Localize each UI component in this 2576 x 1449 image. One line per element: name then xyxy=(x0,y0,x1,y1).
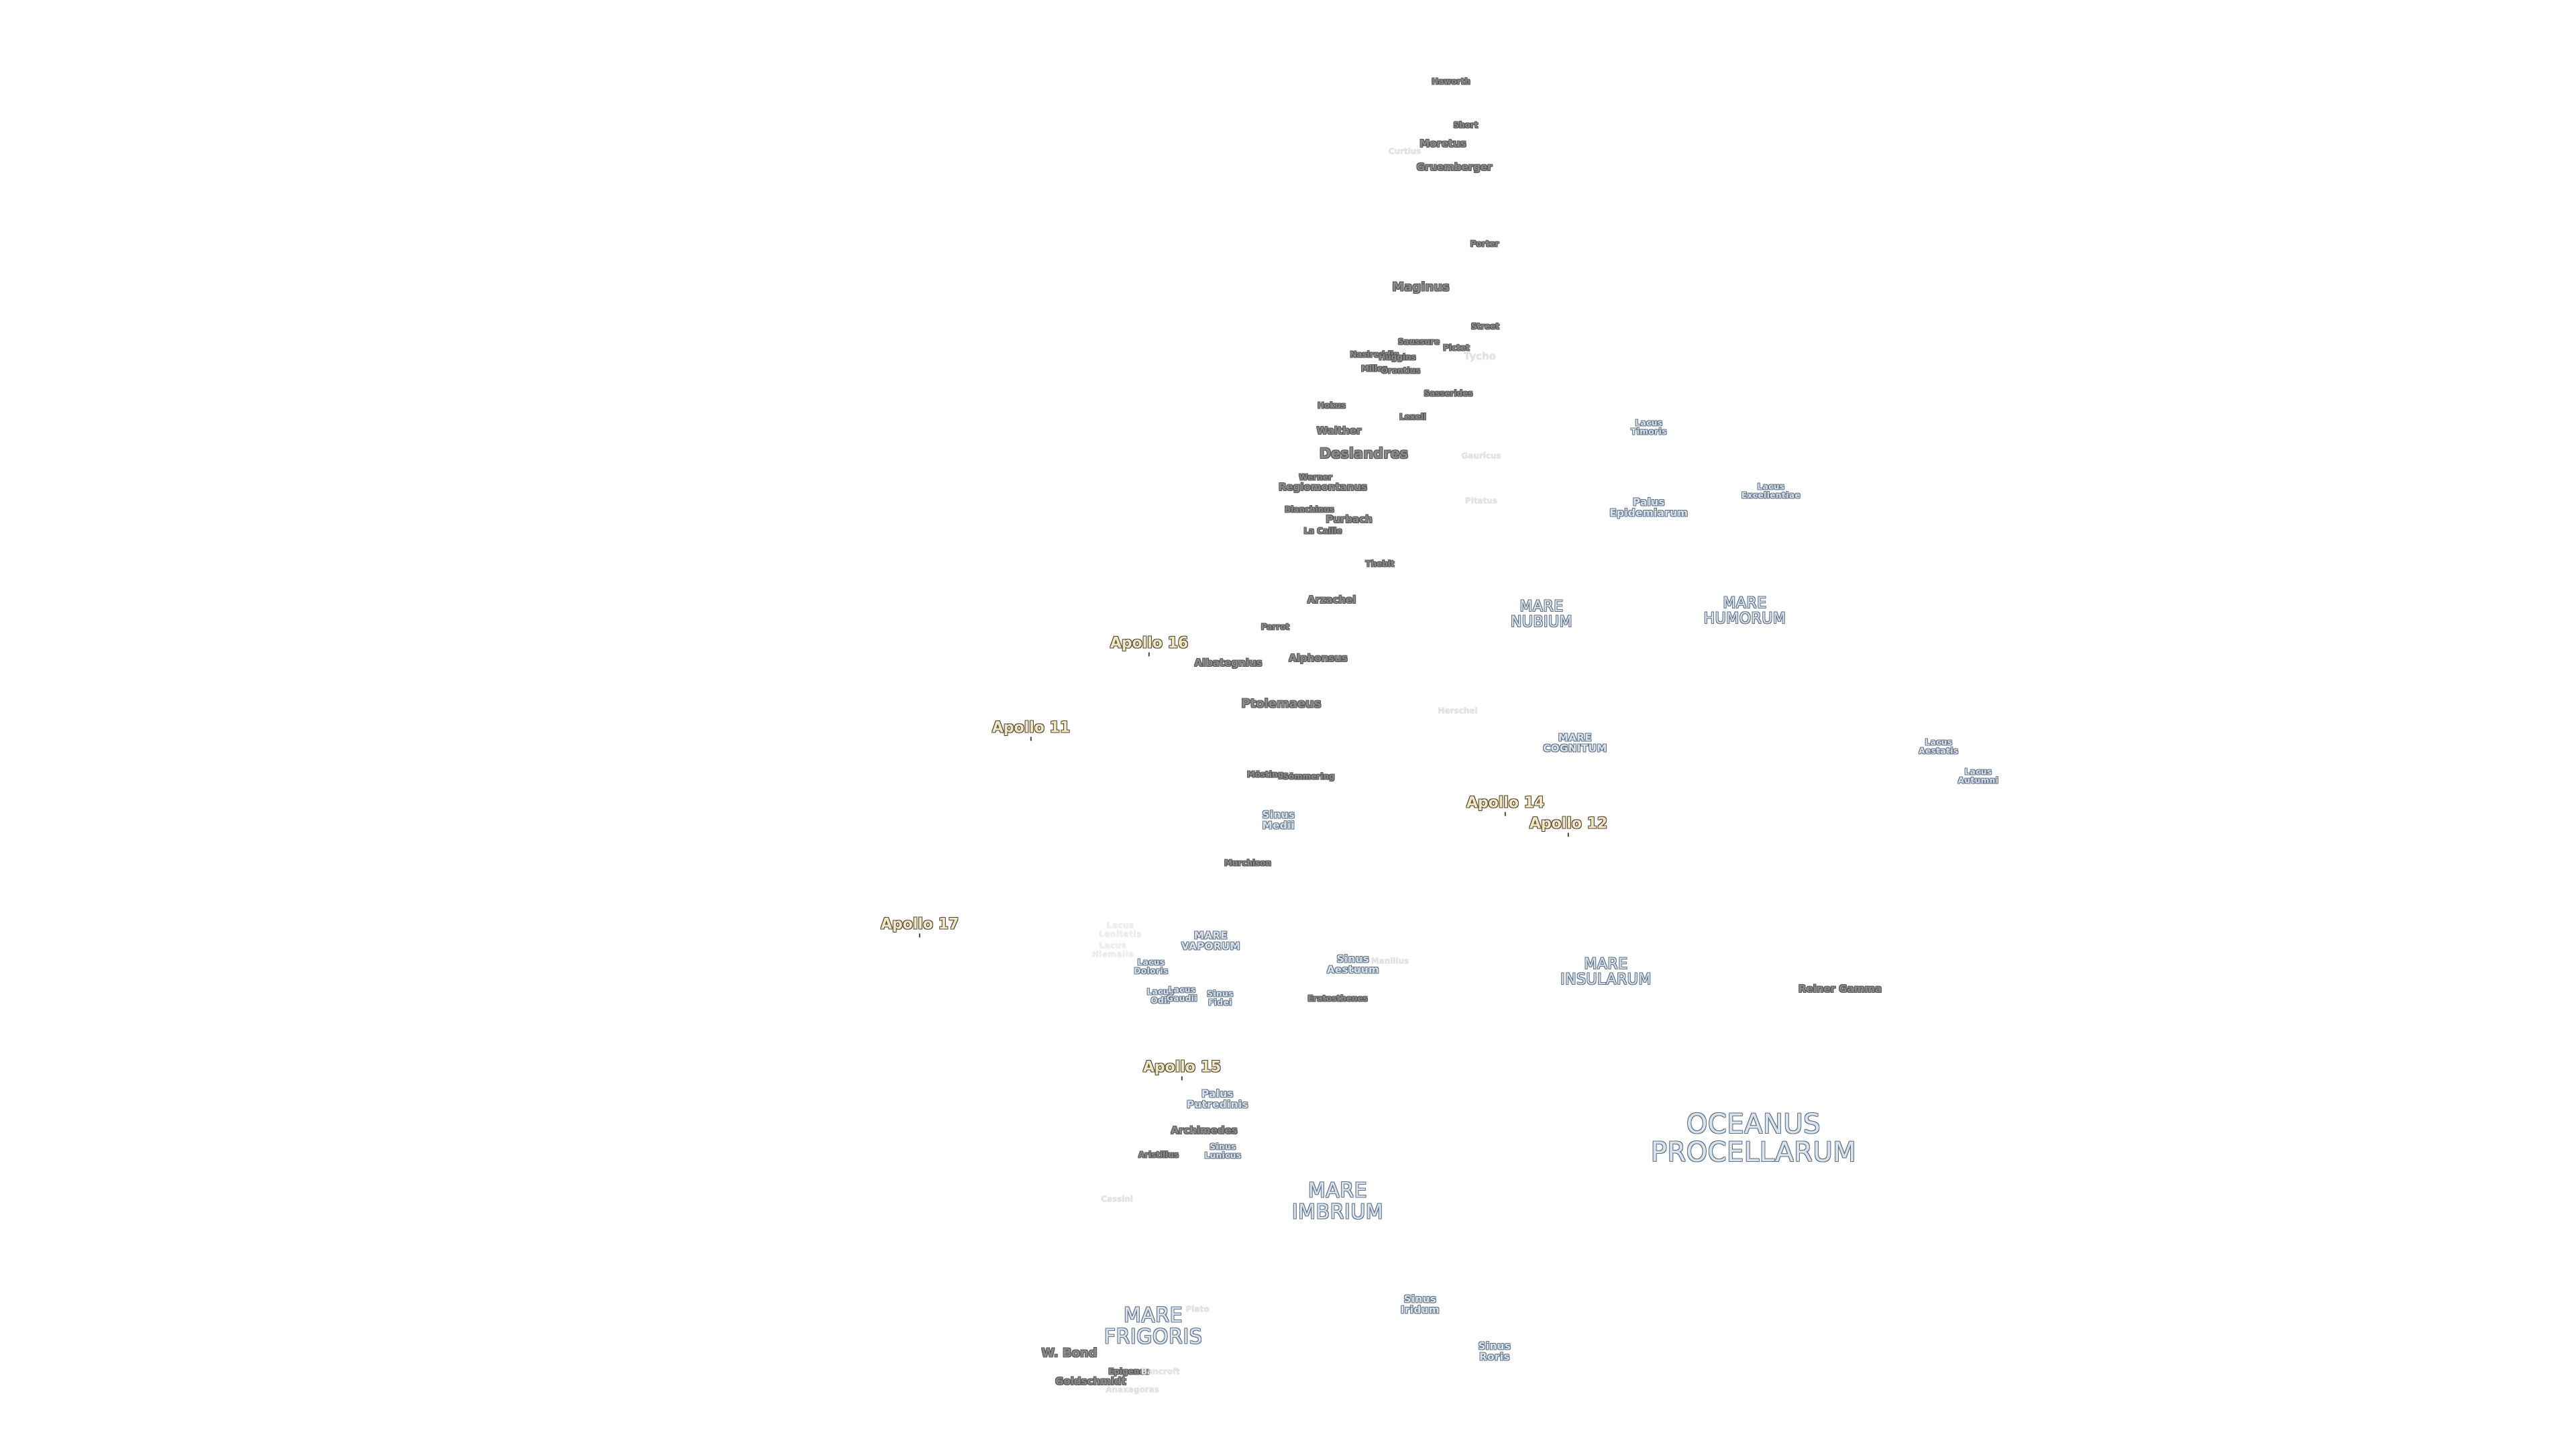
label-sinus-iridum: Sinus Iridum xyxy=(1400,1293,1440,1316)
marker-apollo-15[interactable]: Apollo 15 xyxy=(1142,1059,1222,1076)
label-lexell: Lexell xyxy=(1399,412,1426,422)
label-w-bond: W. Bond xyxy=(1041,1346,1097,1360)
label-mare-vaporum: MARE VAPORUM xyxy=(1181,929,1241,952)
label-lacus-doloris: Lacus Doloris xyxy=(1134,957,1169,975)
label-oceanus-procellarum: OCEANUS PROCELLARUM xyxy=(1650,1109,1857,1168)
label-lacus-hiemalis: Lacus Hiemalis xyxy=(1091,941,1134,959)
label-goldschmidt: Goldschmidt xyxy=(1055,1375,1126,1388)
label-aristillus: Aristillus xyxy=(1138,1150,1179,1160)
marker-apollo-11[interactable]: Apollo 11 xyxy=(991,719,1071,737)
label-lacus-aestatis: Lacus Aestatis xyxy=(1919,737,1959,755)
label-mosting: Mösting xyxy=(1246,769,1284,780)
label-epigenes: Epigenes xyxy=(1108,1366,1150,1377)
label-huggins: Huggins xyxy=(1379,352,1416,362)
label-sinus-roris: Sinus Roris xyxy=(1478,1340,1511,1362)
label-porter: Porter xyxy=(1470,239,1499,249)
label-gruemberger: Gruemberger xyxy=(1416,161,1493,174)
label-manilius: Manilius xyxy=(1371,956,1409,966)
label-parrot: Parrot xyxy=(1260,622,1290,632)
label-curtius: Curtius xyxy=(1388,146,1421,156)
label-sinus-fidei: Sinus Fidei xyxy=(1207,989,1234,1007)
label-reiner-gamma: Reiner Gamma xyxy=(1798,983,1882,996)
label-mare-imbrium: MARE IMBRIUM xyxy=(1291,1179,1384,1224)
label-mare-frigoris: MARE FRIGORIS xyxy=(1104,1303,1203,1348)
label-mare-humorum: MARE HUMORUM xyxy=(1703,594,1786,627)
label-miller: Miller xyxy=(1360,364,1387,374)
label-haworth: Haworth xyxy=(1432,76,1470,87)
label-hokus: Hokus xyxy=(1318,400,1346,411)
label-werner: Werner xyxy=(1299,472,1332,482)
label-pitatus: Pitatus xyxy=(1464,496,1498,506)
label-mare-cognitum: MARE COGNITUM xyxy=(1543,731,1607,754)
label-regiomontanus: Regiomontanus xyxy=(1278,481,1368,494)
label-sinus-medii: Sinus Medii xyxy=(1262,808,1295,831)
label-lacus-timoris: Lacus Timoris xyxy=(1631,418,1667,436)
marker-apollo-14[interactable]: Apollo 14 xyxy=(1466,794,1545,812)
label-sommering: Sömmering xyxy=(1283,771,1335,782)
label-palus-epidemiarum: Palus Epidemiarum xyxy=(1609,496,1688,519)
label-deslandres: Deslandres xyxy=(1319,445,1409,462)
marker-apollo-16[interactable]: Apollo 16 xyxy=(1110,635,1189,652)
label-lacus-odii: Lacus Odii xyxy=(1146,987,1175,1005)
label-anaxagoras: Anaxagoras xyxy=(1106,1385,1159,1395)
label-sinus-aestuum: Sinus Aestuum xyxy=(1326,953,1380,975)
label-pictet: Pictet xyxy=(1443,343,1470,353)
label-lacus-autumni: Lacus Autumni xyxy=(1957,767,1999,785)
label-blanchinus: Blanchinus xyxy=(1285,504,1334,515)
label-archimedes: Archimedes xyxy=(1171,1124,1238,1137)
label-sinus-lunicus: Sinus Lunicus xyxy=(1204,1142,1242,1160)
label-arzachel: Arzachel xyxy=(1307,594,1356,606)
label-short: Short xyxy=(1453,120,1479,130)
label-orontius: Orontius xyxy=(1381,366,1421,376)
label-murchison: Murchison xyxy=(1224,858,1272,868)
label-eratosthenes: Eratosthenes xyxy=(1307,994,1368,1004)
label-lacus-lenitatis: Lacus Lenitatis xyxy=(1099,920,1142,938)
label-moretus: Moretus xyxy=(1419,138,1466,150)
label-alphonsus: Alphonsus xyxy=(1289,652,1348,665)
label-plato: Plato xyxy=(1185,1304,1210,1314)
label-walther: Walther xyxy=(1316,425,1362,437)
label-mare-insularum: MARE INSULARUM xyxy=(1560,955,1652,988)
label-cassini: Cassini xyxy=(1101,1194,1133,1204)
label-herschel: Herschel xyxy=(1438,706,1478,716)
label-albategnius: Albategnius xyxy=(1194,657,1263,669)
label-la-caille: La Caille xyxy=(1303,526,1342,536)
label-saussure: Saussure xyxy=(1397,337,1440,347)
label-purbach: Purbach xyxy=(1326,513,1373,526)
label-nasireddin: Nasireddin xyxy=(1350,350,1399,360)
label-gauricus: Gauricus xyxy=(1461,451,1501,461)
label-thebit: Thebit xyxy=(1365,559,1395,569)
label-sasserides: Sasserides xyxy=(1424,388,1473,398)
label-bancroft: Bancroft xyxy=(1140,1366,1181,1377)
label-palus-putredinis: Palus Putredinis xyxy=(1186,1087,1249,1110)
label-tycho: Tycho xyxy=(1463,350,1497,363)
label-street: Street xyxy=(1470,321,1500,331)
label-mare-nubium: MARE NUBIUM xyxy=(1510,598,1573,631)
label-ptolemaeus: Ptolemaeus xyxy=(1241,696,1322,711)
label-lacus-gaudii: Lacus Gaudii xyxy=(1166,985,1198,1003)
marker-apollo-17[interactable]: Apollo 17 xyxy=(880,916,959,933)
label-maginus: Maginus xyxy=(1392,280,1450,294)
marker-apollo-12[interactable]: Apollo 12 xyxy=(1529,815,1608,833)
label-lacus-excellentiae: Lacus Excellentiae xyxy=(1741,482,1801,500)
